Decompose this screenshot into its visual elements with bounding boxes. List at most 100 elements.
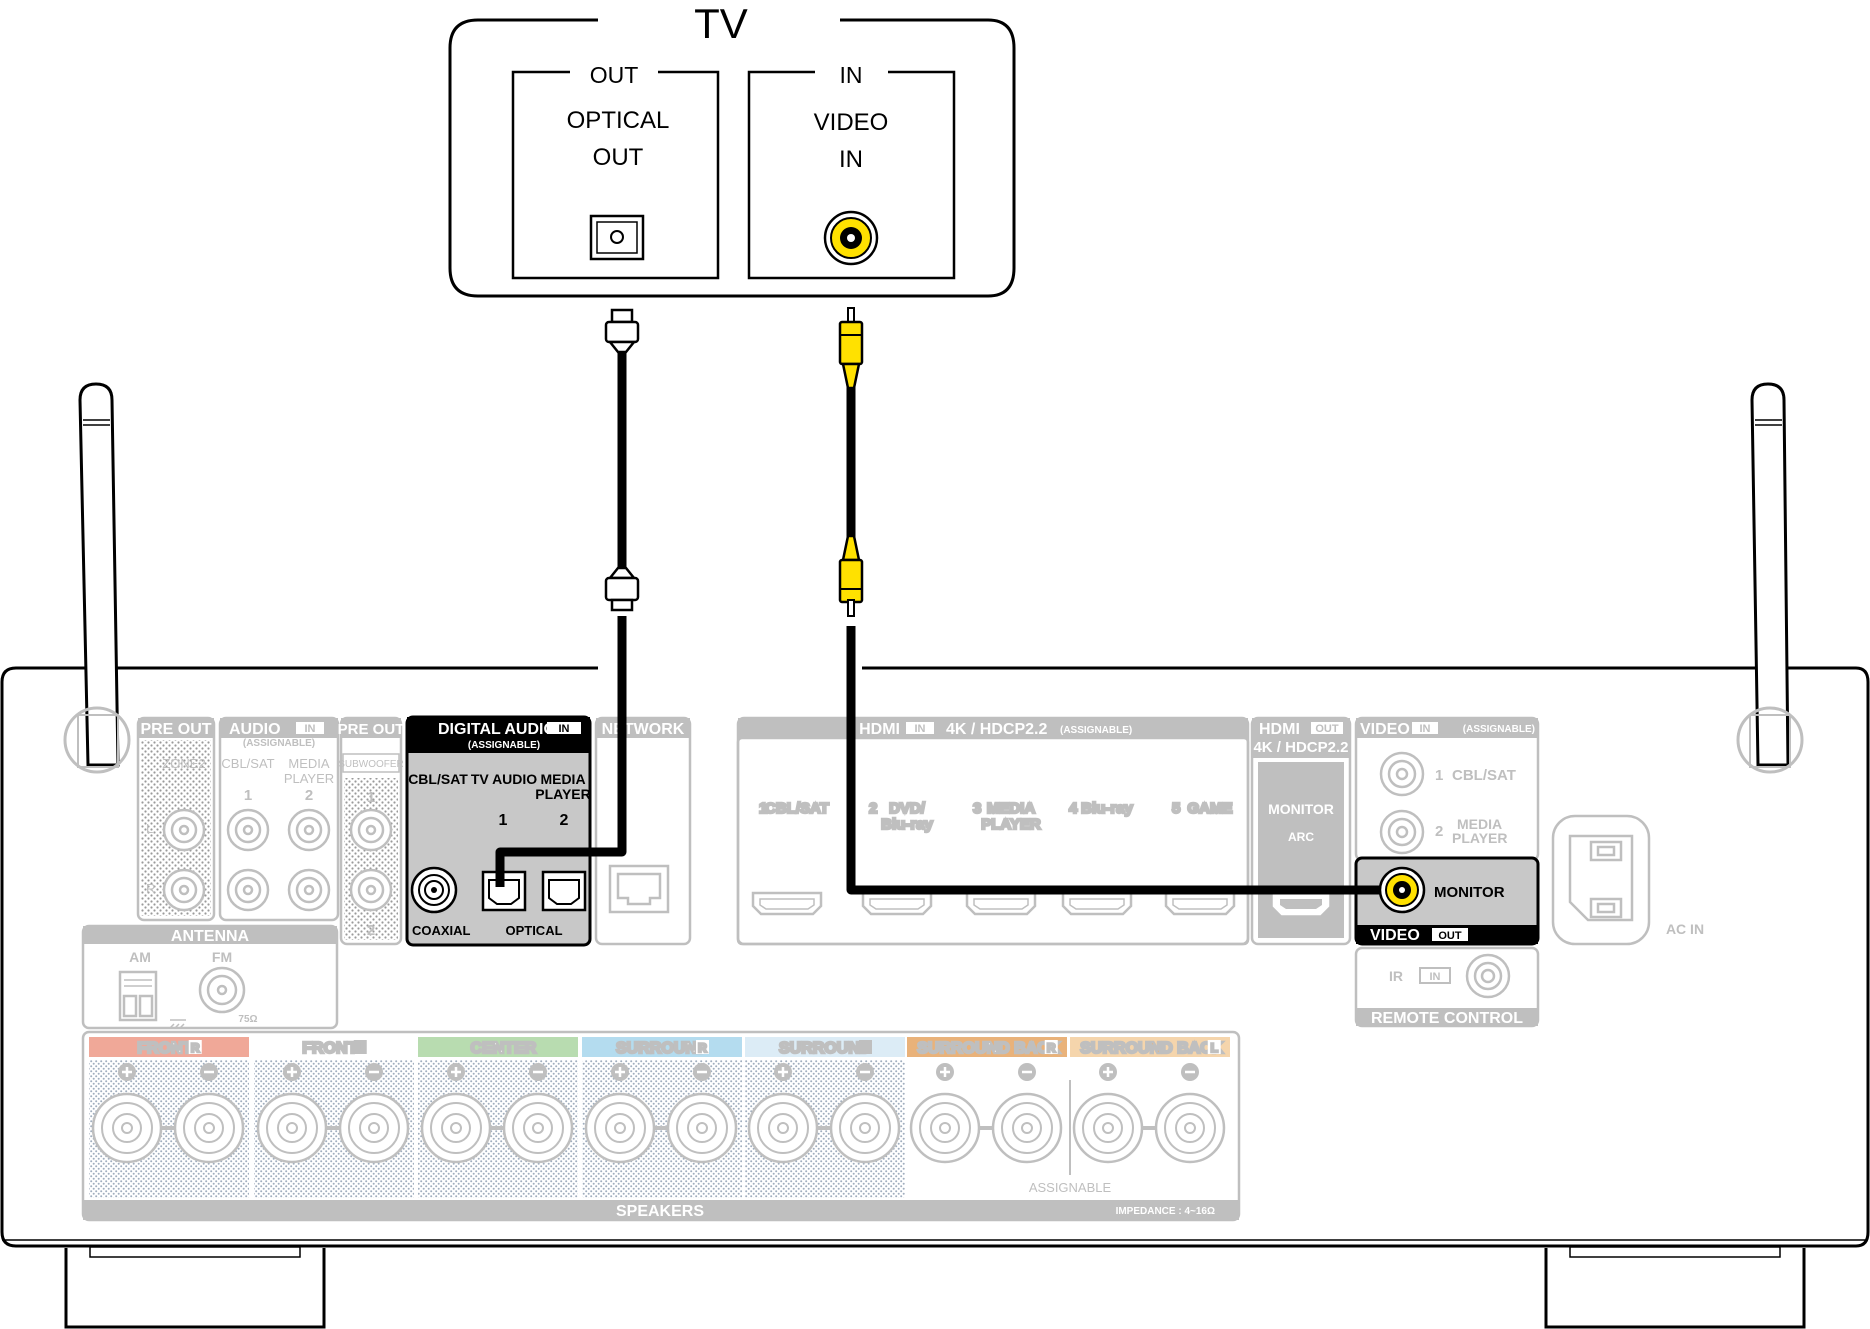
audio-in-badge-box (296, 722, 324, 734)
plus-icon (774, 1063, 792, 1081)
tv-in-label: IN (840, 62, 863, 88)
hdmi-out-panel: HDMI OUT 4K / HDCP2.2 MONITOR ARC (1250, 716, 1352, 946)
minus-icon (200, 1063, 218, 1081)
ac-in-panel: AC IN (1551, 814, 1704, 946)
hdmi-input-label: CBL/SAT (765, 800, 829, 817)
am-terminal[interactable] (118, 970, 158, 1022)
audio-num-2: 2 (305, 787, 313, 804)
speaker-terminal-plus[interactable] (1072, 1092, 1144, 1164)
subwoofer-2-jack[interactable] (349, 868, 393, 912)
speaker-terminal-minus[interactable] (1154, 1092, 1226, 1164)
digital-in-badge: IN (559, 723, 570, 735)
receiver-foot-right (1544, 1246, 1806, 1329)
hdmi-4k-label: 4K / HDCP2.2 (946, 721, 1047, 738)
hdmi-port[interactable] (1061, 891, 1133, 916)
tv-optical-label-1: OPTICAL (567, 107, 670, 134)
hdmi-port[interactable] (1164, 891, 1236, 916)
speaker-group-label: SURROUND (616, 1040, 708, 1057)
pre-out-subwoofer-panel: PRE OUT SUBWOOFER 1 2 (338, 716, 405, 946)
assignable-speakers-label: ASSIGNABLE (1029, 1180, 1112, 1195)
hdmi-input-label-2: PLAYER (981, 816, 1041, 833)
speaker-group-badge: R (698, 1041, 707, 1055)
digital-cbl-sat-label: CBL/SAT (408, 771, 468, 787)
speaker-terminal-plus[interactable] (91, 1092, 163, 1164)
speaker-group-badge: L (862, 1041, 869, 1055)
audio-in-2-r-jack[interactable] (287, 868, 331, 912)
hdmi-input-num: 4 (1069, 800, 1078, 817)
audio-in-2-l-jack[interactable] (287, 808, 331, 852)
plus-icon (447, 1063, 465, 1081)
ethernet-port[interactable] (608, 864, 670, 914)
speaker-terminal-plus[interactable] (584, 1092, 656, 1164)
speaker-group-3: CENTER (418, 1037, 578, 1198)
zone2-r-jack[interactable] (162, 868, 206, 912)
pre-out-sub-label: PRE OUT (338, 721, 405, 738)
audio-in-1-l-jack[interactable] (226, 808, 270, 852)
optical-plug-bottom (604, 566, 640, 612)
monitor-arc-label-2: ARC (1288, 830, 1314, 844)
subwoofer-1-jack[interactable] (349, 808, 393, 852)
speaker-terminal-minus[interactable] (338, 1092, 410, 1164)
minus-icon (529, 1063, 547, 1081)
antenna-label: ANTENNA (171, 928, 250, 945)
plus-icon (283, 1063, 301, 1081)
hdmi-out-label: HDMI (1259, 721, 1300, 738)
digital-media-label-2: PLAYER (535, 786, 591, 802)
speaker-group-badge: L (357, 1041, 364, 1055)
pre-out-label: PRE OUT (140, 721, 211, 738)
video-in-1-jack[interactable] (1379, 751, 1425, 797)
speaker-terminal-minus[interactable] (173, 1092, 245, 1164)
speaker-terminal-plus[interactable] (747, 1092, 819, 1164)
zone2-r-label: R (146, 881, 155, 896)
speaker-terminal-plus[interactable] (256, 1092, 328, 1164)
speaker-group-badge: R (1047, 1041, 1056, 1055)
speaker-group-badge: L (1211, 1041, 1218, 1055)
plus-icon (1099, 1063, 1117, 1081)
tv-optical-out-jack[interactable] (589, 214, 645, 261)
video-monitor-label: MONITOR (1434, 884, 1505, 901)
hdmi-input-label-2: Blu-ray (881, 816, 933, 833)
hdmi-assignable: (ASSIGNABLE) (1060, 725, 1132, 736)
hdmi-out-monitor-port[interactable] (1272, 891, 1330, 916)
audio-cbl-sat-label: CBL/SAT (221, 756, 274, 771)
video-in-label: VIDEO (1360, 721, 1410, 738)
tv-in-group: IN VIDEO IN (747, 62, 956, 280)
audio-num-1: 1 (244, 787, 252, 804)
tv-video-label-1: VIDEO (814, 109, 889, 136)
zone2-l-jack[interactable] (162, 808, 206, 852)
am-label: AM (129, 949, 151, 965)
tv-out-label: OUT (590, 62, 639, 88)
pre-out-zone2-panel: PRE OUT ZONE2 L R (136, 716, 216, 922)
speaker-terminal-plus[interactable] (420, 1092, 492, 1164)
speaker-terminal-minus[interactable] (829, 1092, 901, 1164)
optical-in-2-jack[interactable] (541, 870, 587, 912)
hdmi-port[interactable] (751, 891, 823, 916)
speaker-group-label: SURROUND BACK (1080, 1040, 1224, 1057)
monitor-arc-label-1: MONITOR (1268, 801, 1334, 817)
video-out-monitor-jack[interactable] (1378, 866, 1426, 914)
coaxial-jack[interactable] (410, 866, 458, 914)
audio-media-label-1: MEDIA (288, 756, 330, 771)
hdmi-input-num: 1 (759, 800, 767, 817)
ir-in-jack[interactable] (1465, 953, 1511, 999)
speaker-terminal-minus[interactable] (666, 1092, 738, 1164)
fm-jack[interactable] (198, 966, 246, 1014)
tv-out-group: OUT OPTICAL OUT (511, 62, 720, 280)
speaker-terminal-minus[interactable] (502, 1092, 574, 1164)
hdmi-port[interactable] (861, 891, 933, 916)
video-in-2-jack[interactable] (1379, 809, 1425, 855)
speaker-terminal-minus[interactable] (991, 1092, 1063, 1164)
speaker-terminal-plus[interactable] (909, 1092, 981, 1164)
video-in-badge: IN (1420, 723, 1431, 735)
hdmi-port[interactable] (965, 891, 1037, 916)
audio-in-1-r-jack[interactable] (226, 868, 270, 912)
tv-video-in-jack[interactable] (823, 210, 879, 266)
